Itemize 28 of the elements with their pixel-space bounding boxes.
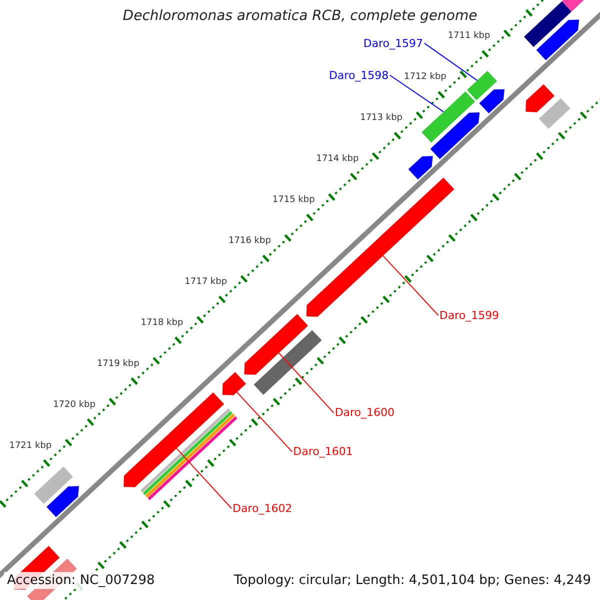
scale-label: 1719 kbp: [96, 358, 140, 369]
scale-label: 1712 kbp: [404, 72, 446, 82]
gene-bar: [222, 372, 246, 396]
gene-label: Daro_1597: [363, 36, 424, 50]
gene-bar: [244, 314, 308, 375]
leader-line: [382, 255, 439, 316]
gene-label: Daro_1601: [293, 445, 353, 458]
scale-label: 1718 kbp: [140, 318, 184, 328]
scale-label: 1713 kbp: [360, 113, 403, 124]
scale-label: 1721 kbp: [9, 440, 52, 450]
gene-label: Daro_1600: [334, 406, 395, 420]
scale-label: 1716 kbp: [228, 236, 271, 246]
gene-bar: [124, 392, 224, 488]
title: Dechloromonas aromatica RCB, complete genome: [122, 8, 478, 24]
leader-line: [389, 74, 444, 112]
leader-line: [236, 392, 293, 452]
leader-line: [278, 352, 334, 414]
gene-label: Daro_1599: [439, 308, 500, 322]
gene-label: Daro_1598: [328, 68, 389, 82]
gene-bar: [467, 70, 497, 100]
gene-bar: [422, 91, 476, 142]
scale-label: 1715 kbp: [272, 194, 315, 205]
scale-label: 1720 kbp: [53, 400, 96, 410]
leader-line: [424, 42, 478, 81]
gene-label: Daro_1602: [232, 502, 292, 515]
scale-label: 1711 kbp: [448, 31, 490, 42]
scale-label: 1714 kbp: [316, 154, 359, 164]
leader-line: [176, 448, 232, 509]
